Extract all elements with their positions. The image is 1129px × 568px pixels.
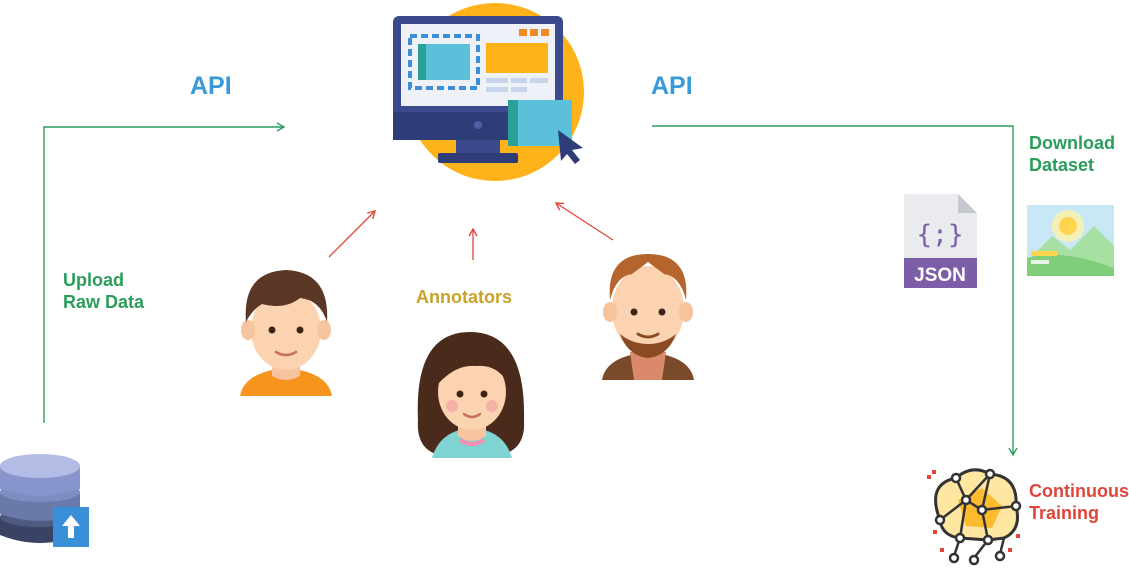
api-left-label: API (190, 72, 232, 100)
json-badge-text: JSON (914, 265, 966, 286)
upload-raw-data-label: Upload Raw Data (63, 270, 145, 312)
annotator-right-arrow (554, 202, 614, 241)
download-flow-arrow (652, 125, 1018, 457)
json-braces-text: {;} (917, 220, 964, 250)
json-file-icon: JSON {;} (904, 194, 977, 288)
annotators-label: Annotators (416, 287, 512, 307)
upload-flow-arrow (43, 122, 286, 423)
image-file-icon (1027, 205, 1114, 276)
annotator-right-avatar (602, 254, 694, 380)
annotator-center-avatar (417, 332, 525, 458)
download-dataset-label: Download Dataset (1029, 133, 1115, 175)
annotator-left-arrow (328, 210, 376, 258)
api-right-label: API (651, 72, 693, 100)
database-upload-icon (0, 454, 89, 547)
continuous-training-label: Continuous Training (1029, 481, 1129, 523)
monitor-icon (393, 3, 584, 181)
annotator-left-avatar (240, 270, 332, 396)
brain-network-icon (927, 468, 1022, 566)
